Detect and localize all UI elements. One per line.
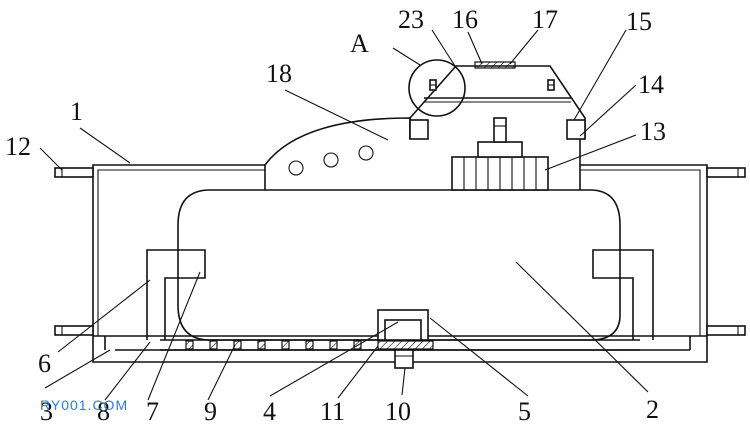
label-16: 16: [452, 5, 478, 34]
watermark-text: RY001.COM: [40, 397, 128, 413]
label-A: A: [350, 29, 369, 58]
leader-lines: [39, 29, 649, 401]
side-clamps: [146, 249, 654, 340]
label-7: 7: [146, 397, 159, 426]
label-5: 5: [518, 397, 531, 426]
label-12: 12: [5, 132, 31, 161]
label-9: 9: [204, 397, 217, 426]
label-18: 18: [266, 59, 292, 88]
side-handles: [54, 167, 746, 336]
label-2: 2: [646, 395, 659, 424]
reference-labels: 1 2 3 4 5 6 7 8 9 10 11 12 13 14 15 16 1…: [5, 5, 666, 426]
center-mechanism: [377, 309, 434, 369]
label-10: 10: [385, 397, 411, 426]
label-23: 23: [398, 5, 424, 34]
top-housing: [409, 61, 586, 140]
gear-assembly: [451, 117, 549, 191]
label-11: 11: [320, 397, 345, 426]
dome-cover: [264, 117, 581, 190]
label-8: 8: [97, 397, 110, 426]
label-15: 15: [626, 7, 652, 36]
label-4: 4: [263, 397, 276, 426]
label-17: 17: [532, 5, 558, 34]
slot-array: [185, 340, 362, 350]
label-1: 1: [70, 97, 83, 126]
label-14: 14: [638, 70, 664, 99]
label-6: 6: [38, 349, 51, 378]
label-13: 13: [640, 117, 666, 146]
detail-circle-a: [408, 59, 466, 117]
label-3: 3: [40, 397, 53, 426]
